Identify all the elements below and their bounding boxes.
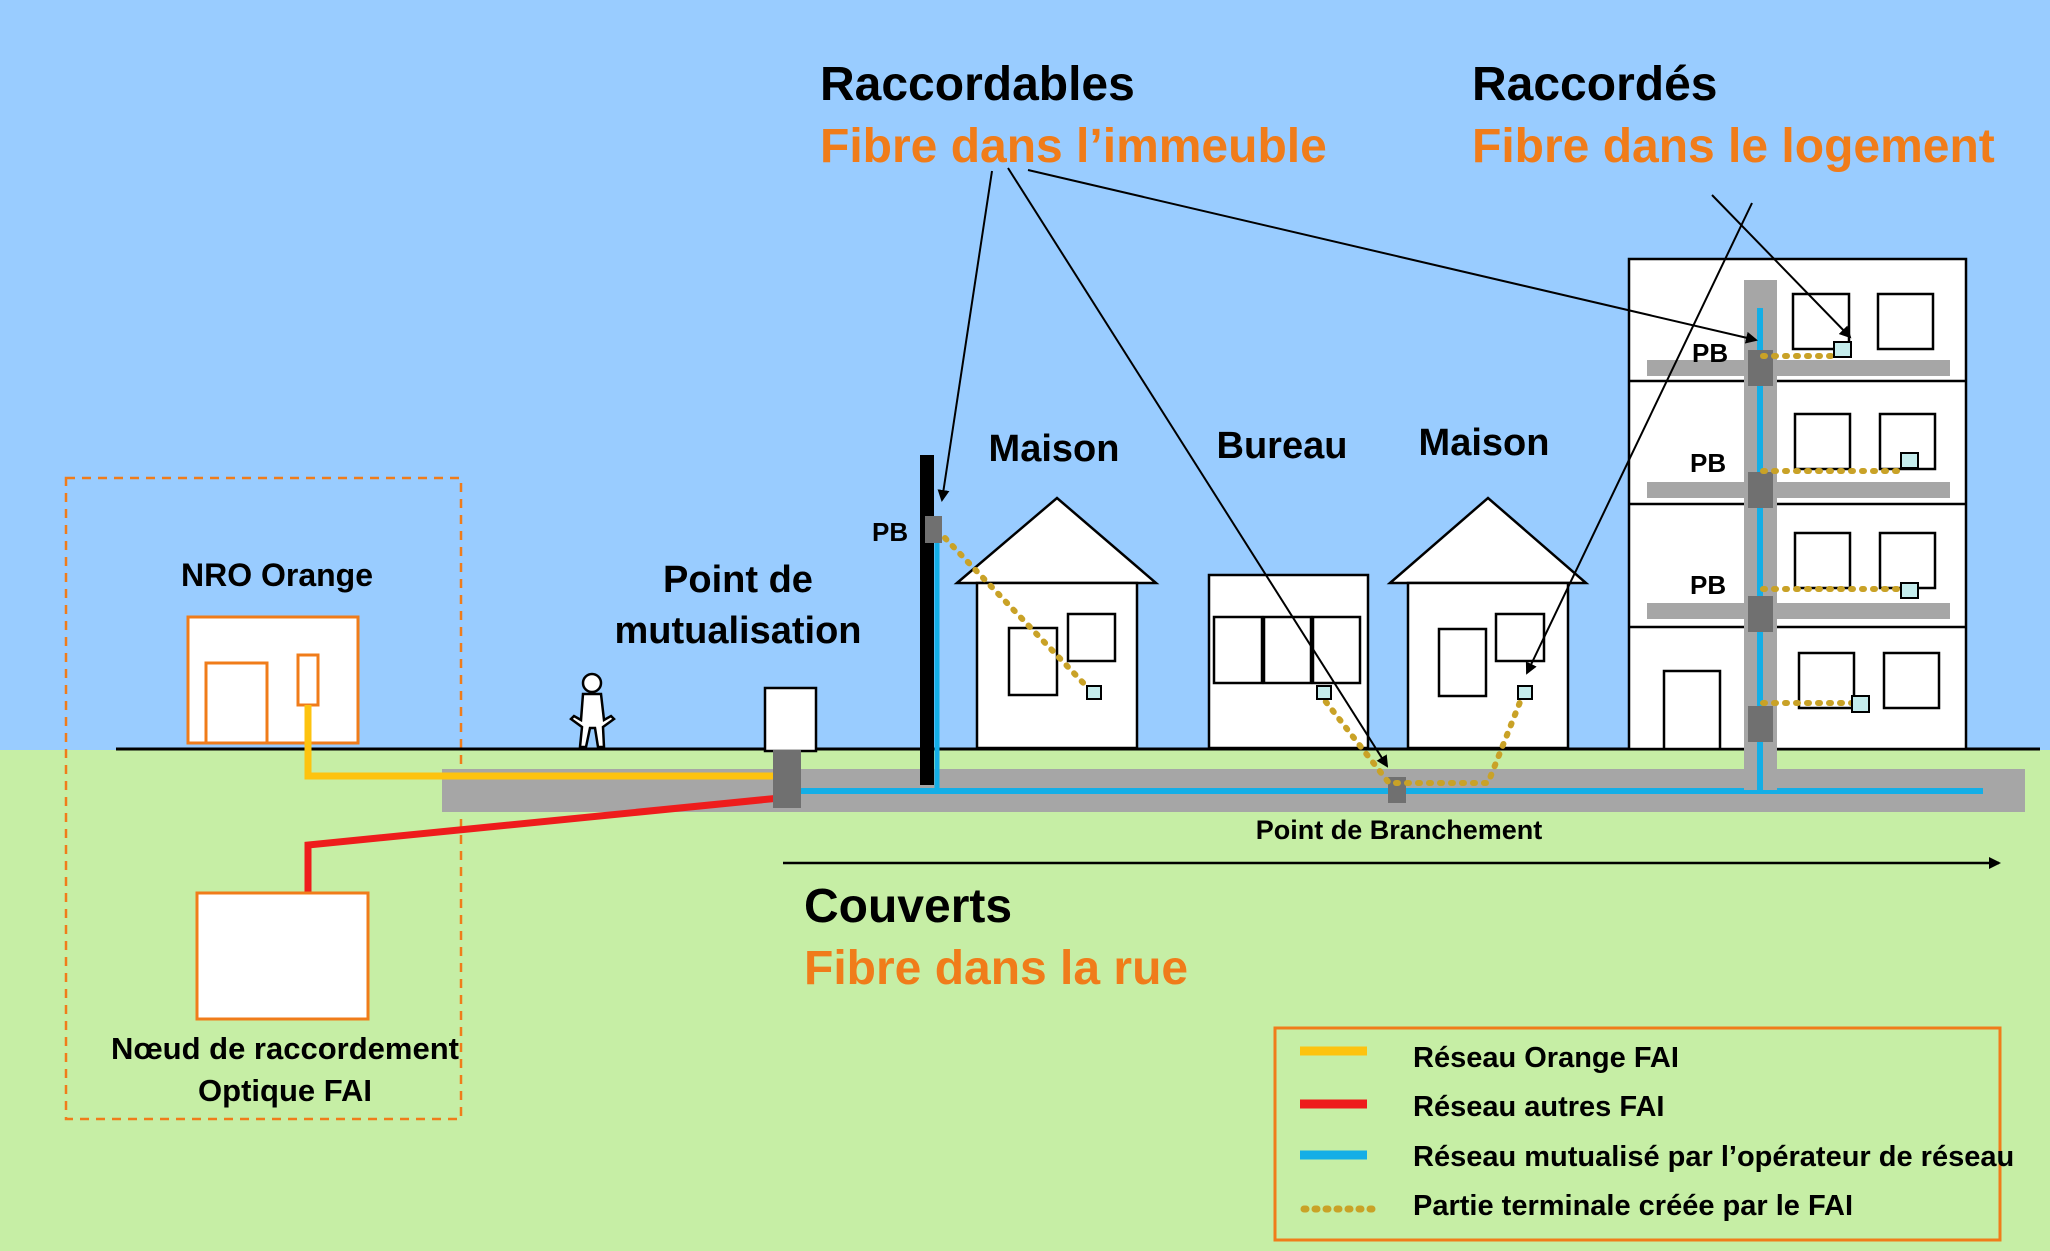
floor-2-pb-label: PB xyxy=(1690,570,1726,600)
point-mutualisation-label-line1: Point de xyxy=(663,559,813,601)
raccordes-title: Raccordés xyxy=(1472,58,1717,111)
bureau-building xyxy=(1207,573,1370,750)
outlets xyxy=(1086,341,1919,713)
pole-pb-box xyxy=(925,516,942,543)
raccordables-subtitle: Fibre dans l’immeuble xyxy=(820,120,1327,173)
person-icon xyxy=(569,672,616,749)
point-branchement-label: Point de Branchement xyxy=(1256,815,1543,845)
riser-pb-box-2 xyxy=(1748,472,1773,508)
nro-fai-box xyxy=(195,891,370,1021)
riser-pb-box-3 xyxy=(1748,596,1773,632)
legend-label-terminal: Partie terminale créée par le FAI xyxy=(1413,1190,1853,1222)
couverts-title: Couverts xyxy=(804,880,1012,933)
floor-3-pb-label: PB xyxy=(1690,448,1726,478)
point-mutualisation-label-line2: mutualisation xyxy=(614,610,861,652)
pole-pb-label: PB xyxy=(872,517,908,547)
terminal-links xyxy=(942,353,1905,786)
apartment-building xyxy=(1627,257,1968,751)
point-mutualisation-node xyxy=(773,750,801,808)
other-fai-line xyxy=(304,794,781,893)
nro-orange-label: NRO Orange xyxy=(181,557,373,593)
couverts-subtitle: Fibre dans la rue xyxy=(804,942,1188,995)
pole xyxy=(920,455,934,785)
branchement-node xyxy=(1388,777,1406,803)
bureau-label: Bureau xyxy=(1217,425,1348,467)
house-2-label: Maison xyxy=(1419,422,1550,464)
riser-pb-box-4 xyxy=(1748,706,1773,742)
house-1 xyxy=(953,496,1160,750)
nro-dashed-frame xyxy=(64,476,463,1121)
legend: Réseau Orange FAI Réseau autres FAI Rése… xyxy=(1273,1026,2014,1242)
house-2 xyxy=(1386,496,1590,750)
callout-arrows xyxy=(937,167,1852,768)
raccordes-subtitle: Fibre dans le logement xyxy=(1472,120,1995,173)
nro-fai-label-line1: Nœud de raccordement xyxy=(111,1031,459,1066)
raccordables-title: Raccordables xyxy=(820,58,1135,111)
floor-4-pb-label: PB xyxy=(1692,338,1728,368)
house-1-label: Maison xyxy=(989,428,1120,470)
nro-fai-label-line2: Optique FAI xyxy=(198,1073,372,1108)
legend-label-orange-fai: Réseau Orange FAI xyxy=(1413,1042,1679,1074)
legend-label-shared-network: Réseau mutualisé par l’opérateur de rése… xyxy=(1413,1141,2014,1173)
nro-orange-building xyxy=(186,615,360,745)
legend-frame xyxy=(1273,1026,2002,1242)
point-mutualisation-cabinet xyxy=(763,686,818,753)
orange-fai-line xyxy=(304,705,780,780)
legend-label-other-fai: Réseau autres FAI xyxy=(1413,1091,1664,1123)
